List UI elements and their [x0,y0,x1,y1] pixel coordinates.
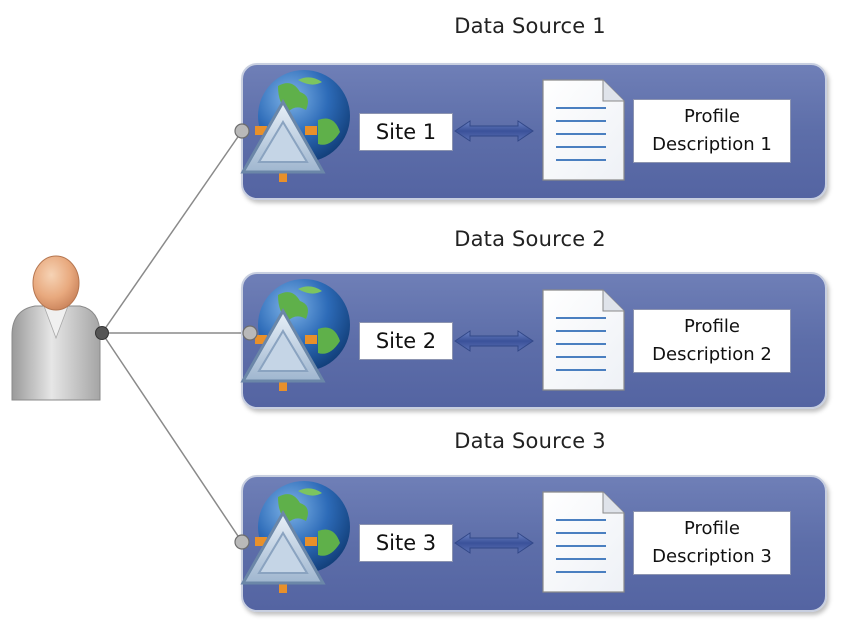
bidirectional-arrow-icon [454,532,534,554]
document-icon [542,491,625,593]
globe-site-icon [240,481,350,593]
profile-line2-3: Description 3 [652,546,772,567]
profile-line1-2: Profile [684,316,740,337]
profile-description-1: Profile Description 1 [633,99,791,163]
profile-description-3: Profile Description 3 [633,511,791,575]
profile-line1-3: Profile [684,518,740,539]
data-source-title-1: Data Source 1 [454,14,606,38]
site-label-1: Site 1 [359,113,453,151]
site-label-2: Site 2 [359,322,453,360]
site-label-3: Site 3 [359,524,453,562]
connection-line-3 [101,332,243,543]
bidirectional-arrow-icon [454,120,534,142]
data-source-title-3: Data Source 3 [454,429,606,453]
site-connection-dot-2 [242,325,258,341]
profile-line2-1: Description 1 [652,134,772,155]
data-source-title-2: Data Source 2 [454,227,606,251]
profile-line1-1: Profile [684,106,740,127]
site-connection-dot-3 [234,534,250,550]
site-connection-dot-1 [234,123,250,139]
document-icon [542,79,625,181]
globe-site-icon [240,279,350,391]
profile-description-2: Profile Description 2 [633,309,791,373]
bidirectional-arrow-icon [454,330,534,352]
globe-site-icon [240,70,350,182]
document-icon [542,289,625,391]
connection-line-1 [101,130,243,334]
profile-line2-2: Description 2 [652,344,772,365]
